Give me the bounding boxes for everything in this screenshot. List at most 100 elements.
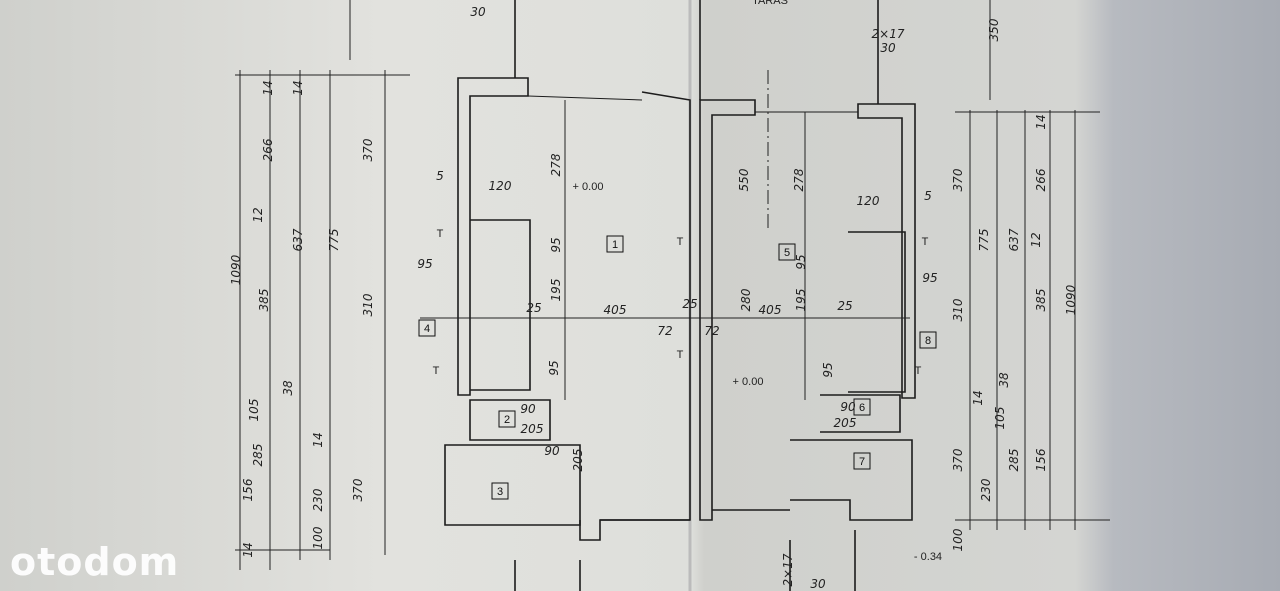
dimension-label: 14: [311, 432, 325, 447]
dimension-label: 405: [759, 303, 782, 317]
dimension-label: 95: [821, 362, 835, 377]
room-number: 1: [612, 239, 618, 251]
dimension-label: 12: [251, 207, 265, 222]
dimension-label: 90: [840, 400, 856, 414]
walls: [444, 0, 916, 591]
dimension-label: 775: [327, 229, 341, 252]
dimension-label: 105: [247, 399, 261, 422]
dimension-label: 370: [361, 138, 375, 161]
dimension-label: 95: [417, 257, 432, 271]
room-number-box: [853, 398, 871, 416]
dimension-label: 205: [834, 416, 857, 430]
dimension-label: 156: [1034, 448, 1048, 471]
dimension-label: 120: [489, 179, 512, 193]
plan-label: TARAS: [752, 0, 788, 7]
dimension-label: 205: [571, 449, 585, 472]
dimension-label: 95: [794, 254, 808, 269]
dimension-label: 95: [547, 360, 561, 375]
room-number: 5: [784, 247, 790, 259]
dimension-label: 14: [971, 390, 985, 405]
dimension-label: 637: [1007, 228, 1021, 251]
room-number: 7: [859, 456, 865, 468]
dimension-label: 25: [682, 297, 697, 311]
plan-label: T: [437, 228, 444, 240]
dimension-label: 25: [526, 301, 541, 315]
dimension-label: 266: [261, 138, 275, 161]
dimension-label: 105: [993, 407, 1007, 430]
plan-label: + 0.00: [573, 181, 604, 193]
dimension-label: 156: [241, 478, 255, 501]
dimension-label: 230: [311, 488, 325, 511]
room-number-box: [606, 235, 624, 253]
dimension-label: 12: [1029, 232, 1043, 247]
dimension-label: 266: [1034, 168, 1048, 191]
dimension-label: 637: [291, 228, 305, 251]
dimension-label: 285: [1007, 449, 1021, 472]
dimension-lines: [235, 0, 1110, 570]
dimension-label: 30: [810, 577, 826, 591]
room-number-box: [418, 319, 436, 337]
dimension-label: 14: [1034, 114, 1048, 129]
dimension-label: 385: [257, 289, 271, 312]
room-number-box: [919, 331, 937, 349]
plan-label: T: [677, 236, 684, 248]
plan-label: - 0.34: [914, 551, 942, 563]
dimension-label: 2×17: [872, 27, 905, 41]
dimension-label: 195: [794, 289, 808, 312]
room-number: 3: [497, 486, 503, 498]
dimension-label: 1090: [1064, 284, 1078, 315]
dimension-label: 385: [1034, 289, 1048, 312]
dimension-label: 72: [657, 324, 672, 338]
room-number-box: [498, 410, 516, 428]
dimension-label: 370: [351, 478, 365, 501]
dimension-label: 195: [549, 279, 563, 302]
dimension-label: 775: [977, 229, 991, 252]
dimension-label: 120: [857, 194, 880, 208]
dimension-label: 205: [521, 422, 544, 436]
dimension-label: 14: [241, 542, 255, 557]
plan-label: T: [433, 365, 440, 377]
plan-label: T: [677, 349, 684, 361]
dimension-label: 14: [291, 80, 305, 95]
dimension-label: 95: [922, 271, 937, 285]
dimension-label: 1090: [229, 254, 243, 285]
dimension-label: 100: [311, 526, 325, 549]
dimension-label: 280: [739, 288, 753, 311]
dimension-label: 278: [792, 168, 806, 191]
dimension-label: 100: [951, 528, 965, 551]
dimension-label: 278: [549, 153, 563, 176]
room-number: 2: [504, 414, 510, 426]
dimension-label: 5: [436, 169, 444, 183]
dimension-label: 5: [924, 189, 932, 203]
otodom-watermark: otodom: [10, 540, 180, 584]
dimension-label: 90: [544, 444, 560, 458]
dimension-label: 370: [951, 448, 965, 471]
dimension-label: 285: [251, 444, 265, 467]
dimension-label: 72: [704, 324, 719, 338]
dimension-label: 90: [520, 402, 536, 416]
dimension-label: 405: [604, 303, 627, 317]
dimension-label: 38: [281, 380, 295, 396]
dimension-label: 25: [837, 299, 852, 313]
room-number: 4: [424, 323, 430, 335]
dimension-label: 310: [951, 298, 965, 321]
dimension-label: 2×17: [781, 553, 795, 586]
room-number: 6: [859, 402, 865, 414]
plan-label: T: [915, 365, 922, 377]
room-number-box: [491, 482, 509, 500]
dimension-label: 95: [549, 237, 563, 252]
dimension-label: 370: [951, 168, 965, 191]
dimension-label: 550: [737, 168, 751, 191]
plan-label: + 0.00: [733, 376, 764, 388]
dimension-label: 350: [987, 18, 1001, 41]
room-number-box: [853, 452, 871, 470]
plan-label: T: [922, 236, 929, 248]
room-number-box: [778, 243, 796, 261]
dimension-label: 30: [470, 5, 486, 19]
dimension-label: 14: [261, 80, 275, 95]
room-number: 8: [925, 335, 931, 347]
dimension-label: 38: [997, 372, 1011, 388]
dimension-label: 30: [880, 41, 896, 55]
